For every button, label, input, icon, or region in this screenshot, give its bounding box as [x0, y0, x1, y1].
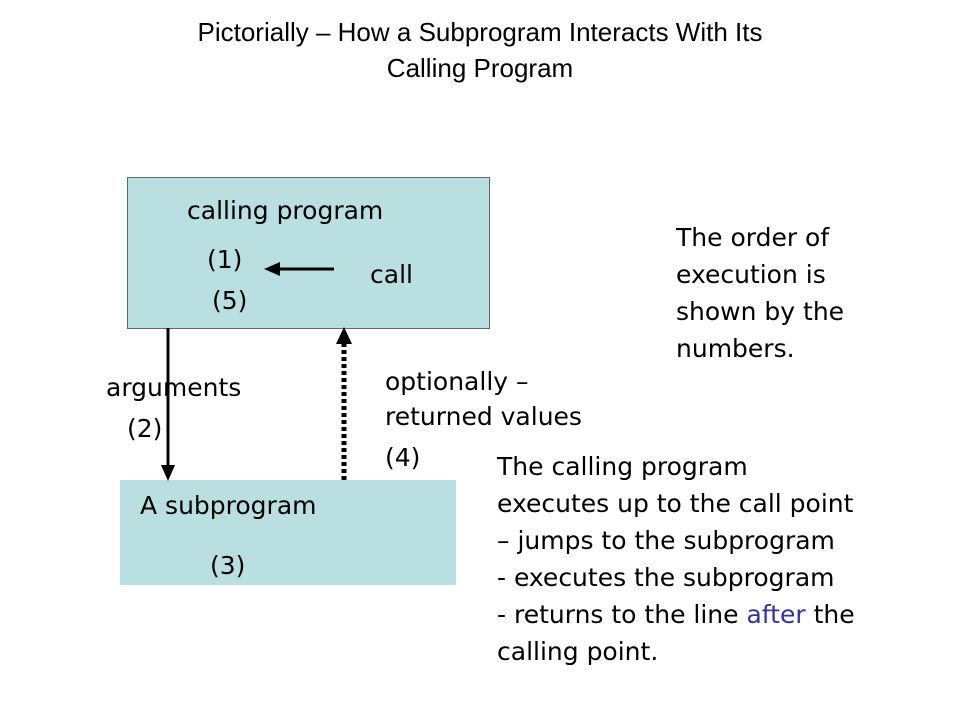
- arguments-label: arguments: [106, 373, 242, 402]
- explanation-line: The calling program: [497, 452, 748, 481]
- order-note-line: shown by the: [676, 297, 845, 326]
- title-line-2: Calling Program: [386, 53, 574, 83]
- calling-program-box: [127, 177, 490, 329]
- explanation-text-part: - returns to the line: [497, 600, 747, 629]
- explanation-text: The calling program executes up to the c…: [497, 448, 855, 670]
- order-note-line: execution is: [676, 260, 826, 289]
- explanation-line: - returns to the line after the: [497, 596, 855, 633]
- order-note: The order of execution is shown by the n…: [676, 219, 844, 367]
- returned-values-arrow: [336, 327, 352, 480]
- step-2-label: (2): [127, 414, 163, 443]
- order-note-line: The order of: [676, 223, 830, 252]
- explanation-text-part: the: [805, 600, 855, 629]
- explanation-line: - executes the subprogram: [497, 563, 835, 592]
- returned-values-line-2: returned values: [385, 402, 582, 431]
- step-4-label: (4): [385, 443, 421, 472]
- title-line-1: Pictorially – How a Subprogram Interacts…: [197, 17, 763, 47]
- step-5-label: (5): [212, 286, 248, 315]
- after-highlight: after: [746, 600, 806, 629]
- explanation-line: – jumps to the subprogram: [497, 526, 835, 555]
- returned-values-line-1: optionally –: [385, 367, 529, 396]
- call-label: call: [370, 260, 413, 289]
- explanation-line: calling point.: [497, 637, 659, 666]
- arguments-arrow: [161, 328, 175, 481]
- call-arrow: [264, 262, 334, 276]
- order-note-line: numbers.: [676, 334, 795, 363]
- subprogram-label: A subprogram: [140, 491, 317, 520]
- slide-title: Pictorially – How a Subprogram Interacts…: [0, 14, 960, 86]
- step-3-label: (3): [210, 551, 246, 580]
- calling-program-label: calling program: [187, 196, 384, 225]
- subprogram-box: [120, 480, 456, 585]
- step-1-label: (1): [207, 245, 243, 274]
- explanation-line: executes up to the call point: [497, 489, 854, 518]
